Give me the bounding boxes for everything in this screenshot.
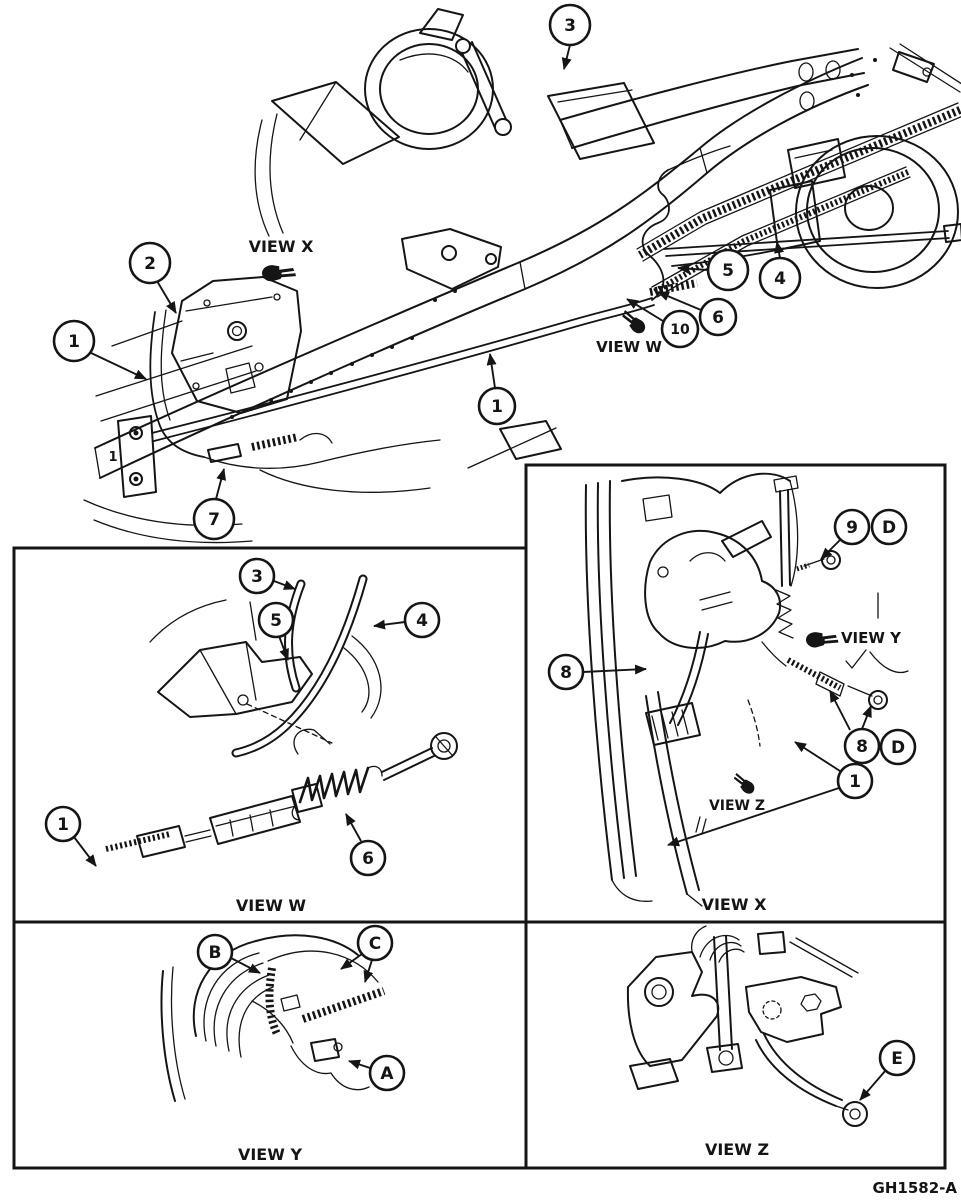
callout-main-1-left: 1 [52, 319, 96, 363]
view-y-leaders [230, 953, 374, 1070]
svg-text:B: B [209, 943, 222, 963]
callout-vw-5: 5 [257, 601, 295, 639]
callout-vw-3: 3 [238, 557, 276, 595]
svg-text:3: 3 [251, 567, 263, 587]
svg-text:C: C [369, 934, 381, 954]
view-x-leaders [582, 539, 872, 847]
callout-vy-a: A [368, 1054, 406, 1092]
callout-vy-b: B [196, 933, 234, 971]
view-w-leaders [73, 580, 406, 867]
panel-view-z [524, 920, 947, 1170]
callout-vz-e: E [878, 1039, 916, 1077]
pointing-hand-icon [730, 770, 758, 797]
svg-text:D: D [882, 518, 896, 538]
svg-text:5: 5 [722, 261, 734, 281]
svg-text:VIEW X: VIEW X [249, 237, 314, 256]
svg-text:A: A [380, 1064, 394, 1084]
svg-text:8: 8 [856, 737, 868, 757]
callout-vx-9: 9 [833, 508, 871, 546]
pointing-hand-icon [262, 265, 296, 282]
callout-main-1-mid: 1 [477, 386, 517, 426]
svg-text:VIEW Y: VIEW Y [841, 629, 902, 647]
view-y-caption: VIEW Y [238, 1145, 302, 1164]
svg-text:6: 6 [362, 849, 374, 869]
callout-vw-4: 4 [403, 601, 441, 639]
svg-text:5: 5 [270, 611, 282, 631]
view-x-caption: VIEW X [702, 895, 767, 914]
callout-main-3: 3 [548, 3, 592, 47]
main-figure-leaders [88, 44, 784, 500]
svg-text:1: 1 [491, 397, 503, 417]
callout-vw-1: 1 [44, 805, 82, 843]
svg-text:8: 8 [560, 663, 572, 683]
main-view-w-marker: VIEW W [596, 307, 662, 356]
callout-main-7: 7 [192, 497, 236, 541]
pointing-hand-icon [806, 632, 839, 648]
callout-vy-c: C [356, 924, 394, 962]
svg-text:E: E [891, 1049, 903, 1069]
view-y-figure-art [160, 934, 386, 1102]
callout-main-2: 2 [128, 241, 172, 285]
main-figure-art [83, 8, 961, 544]
svg-text:VIEW W: VIEW W [596, 338, 662, 356]
callout-vx-8-lower: 8 [843, 727, 881, 765]
view-z-marker: VIEW Z [695, 770, 765, 835]
view-y-marker: VIEW Y [806, 629, 902, 648]
svg-text:4: 4 [416, 611, 428, 631]
svg-text:2: 2 [144, 254, 156, 274]
svg-text:D: D [891, 738, 905, 758]
svg-text:4: 4 [774, 269, 786, 289]
svg-text:6: 6 [712, 308, 724, 328]
svg-text:1: 1 [57, 815, 69, 835]
callout-main-10: 10 [660, 309, 700, 349]
svg-text:1: 1 [68, 332, 80, 352]
svg-text:10: 10 [670, 322, 690, 338]
svg-text:7: 7 [208, 510, 220, 530]
callout-main-6: 6 [698, 297, 738, 337]
main-view-x-marker: VIEW X [249, 237, 314, 282]
callout-main-4: 4 [758, 256, 802, 300]
view-x-figure-art [584, 472, 909, 907]
inline-frame-label: 1 [108, 450, 117, 465]
callout-vx-1: 1 [836, 762, 874, 800]
figure-code: GH1582-A [873, 1179, 958, 1197]
svg-text:9: 9 [846, 518, 858, 538]
callout-vx-8-upper: 8 [547, 653, 585, 691]
view-z-figure-art [626, 925, 868, 1127]
svg-text:1: 1 [849, 772, 861, 792]
callout-vw-6: 6 [349, 839, 387, 877]
view-w-caption: VIEW W [236, 896, 306, 915]
callout-main-5: 5 [706, 248, 750, 292]
view-z-leaders [859, 1069, 887, 1101]
callout-vx-d-lower: D [879, 728, 917, 766]
panel-view-y [12, 920, 528, 1170]
svg-text:VIEW Z: VIEW Z [709, 798, 765, 814]
callout-vx-d-upper: D [870, 508, 908, 546]
view-w-figure-art [105, 574, 458, 858]
svg-text:3: 3 [564, 16, 576, 36]
view-z-caption: VIEW Z [705, 1140, 769, 1159]
